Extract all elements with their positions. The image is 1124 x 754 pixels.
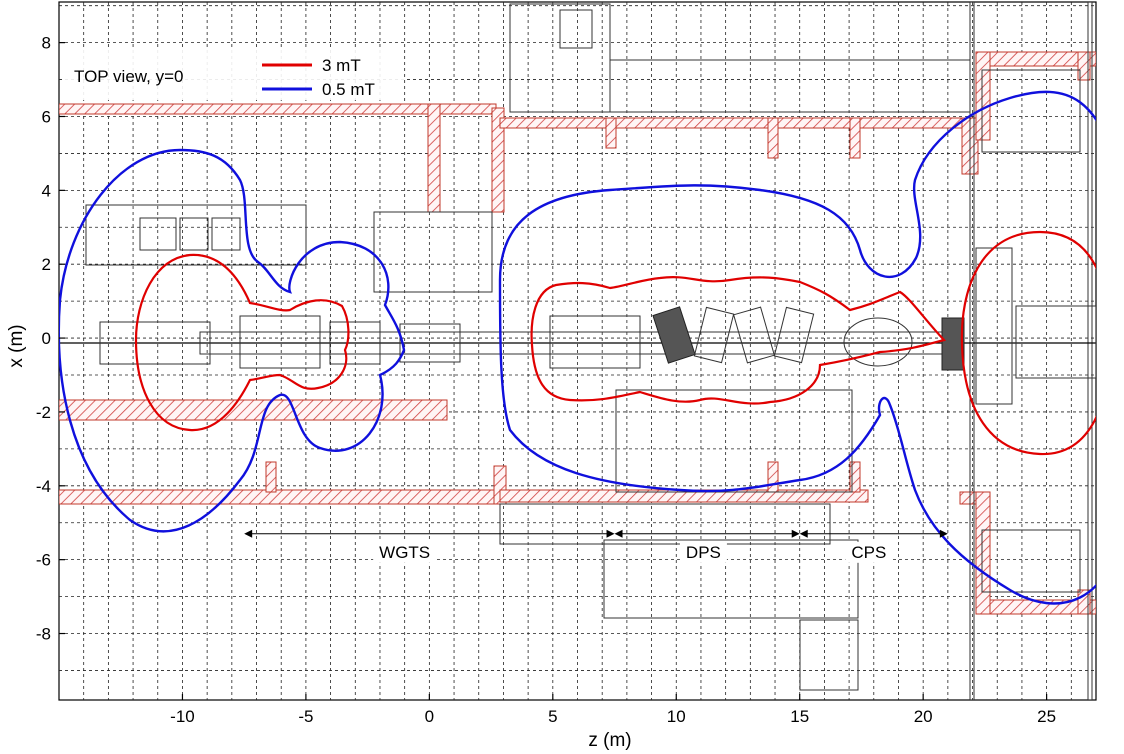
y-axis-ticks: 8 6 4 2 0 -2 -4 -6 -8 [36,34,65,644]
cps-cryostat [843,317,913,367]
y-tick-label: 6 [42,107,51,126]
view-label: TOP view, y=0 [74,67,183,86]
section-arrowhead-right [939,529,948,538]
wall-bottom-right-pillar [975,491,991,615]
wall-upper-right [499,117,979,129]
contour-0.5mT-wgts [59,148,406,533]
x-tick-label: -5 [298,707,313,726]
y-tick-label: 0 [42,329,51,348]
legend-label-0.5mT: 0.5 mT [322,80,375,99]
lower-tunnel [499,503,831,545]
y-tick-label: -2 [36,403,51,422]
y-tick-label: 8 [42,34,51,53]
wall-upper-mid [491,107,505,213]
module-dps-entry [549,315,641,369]
section-wgts: WGTS [244,529,615,563]
x-tick-label: 20 [914,707,933,726]
right-hall-frame-2 [1087,2,1093,700]
legend-label-3mT: 3 mT [322,56,361,75]
module-wgts-3 [399,323,461,363]
y-tick-label: 2 [42,255,51,274]
section-label: WGTS [379,543,430,562]
wall-top-right-stub [1077,51,1091,81]
section-arrowhead-left [799,529,808,538]
right-hall-frame [969,2,975,700]
wall-upper-stub-3 [849,117,861,159]
cabinet-left-inner-2 [179,217,209,251]
section-markers: WGTS DPS CPS [244,529,948,563]
wall-top-right-pillar [975,51,991,141]
module-rear [99,321,211,365]
cabinet-left [85,204,307,266]
y-tick-label: 4 [42,181,51,200]
x-tick-label: 5 [548,707,557,726]
wall-upper-stub-2 [767,117,779,159]
field-contours [59,90,1096,605]
legend-box [64,50,404,100]
y-tick-label: -6 [36,551,51,570]
lower-stairs [799,619,859,691]
room-upper-block [373,211,493,293]
wall-upper-left-pillar [427,103,441,213]
dps-magnet-1 [652,306,696,364]
section-label: DPS [686,543,721,562]
dps-magnet-4 [773,306,815,364]
cabinet-left-inner-1 [139,217,177,251]
section-arrowhead-left [244,529,253,538]
contour-3mT-dps [530,276,947,405]
x-axis-ticks: -10 -5 0 5 10 15 20 25 [170,694,1056,726]
section-arrowhead-right [606,529,615,538]
section-arrowhead-right [791,529,800,538]
cps-flange [941,317,965,371]
cabinet-left-inner-3 [211,217,241,251]
y-axis-title: x (m) [6,324,27,367]
dps-magnet-3 [733,306,775,364]
x-axis-title: z (m) [588,730,631,751]
section-label: CPS [851,543,886,562]
y-tick-label: -4 [36,477,51,496]
section-label-bg [373,541,437,563]
room-lower-block [615,389,853,493]
module-wgts-2 [329,321,381,365]
wall-lower-stub-3 [849,461,861,493]
y-tick-label: -8 [36,625,51,644]
x-tick-label: 10 [667,707,686,726]
x-tick-label: 15 [790,707,809,726]
wall-lower-stub-2 [767,461,779,493]
contour-3mT-wgts [134,253,350,432]
building-layout [59,2,1096,700]
room-top-mid [509,3,611,113]
wall-lower-stub-1 [265,461,277,493]
lower-annex [603,539,859,619]
section-dps: DPS [614,529,800,563]
x-tick-label: 0 [425,707,434,726]
right-stairs-lower [981,529,1081,593]
module-wgts-1 [239,315,321,369]
contour-3mT-spectrometer [960,230,1096,456]
spectrometer-vessel [1015,305,1096,379]
contour-0.5mT-dps [498,90,1096,605]
room-top-grate [559,9,593,49]
section-label-bg [679,541,727,563]
right-stairs-upper [981,69,1081,153]
section-label-bg [845,541,893,563]
dps-magnet-2 [693,306,735,364]
wall-lower-left-2 [59,489,500,505]
wall-upper-stub-1 [605,117,617,149]
section-arrowhead-left [614,529,623,538]
x-tick-label: -10 [170,707,195,726]
wall-lower-left-1 [59,399,448,421]
x-tick-label: 25 [1037,707,1056,726]
section-cps: CPS [799,529,948,563]
